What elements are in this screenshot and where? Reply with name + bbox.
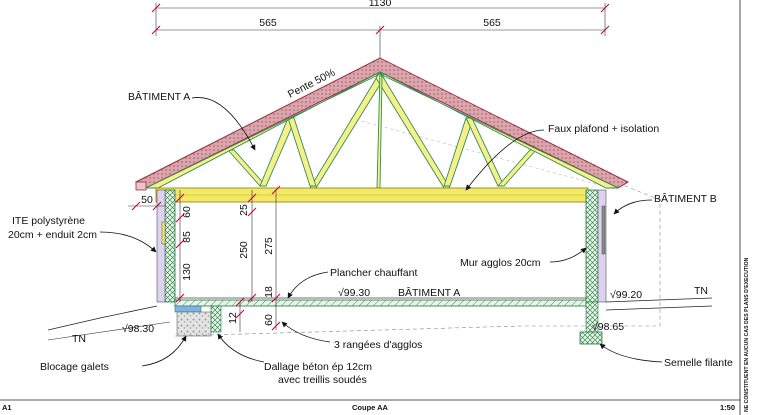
drawing-title: Coupe AA (352, 403, 389, 412)
left-wall (156, 189, 176, 303)
ceiling-band (155, 187, 589, 203)
eave-overhang-label: 50 (141, 194, 153, 206)
level-footing: √98.65 (592, 321, 624, 333)
label-ite-2: 20cm + enduit 2cm (8, 229, 97, 241)
label-building-a-floor: BÂTIMENT A (398, 286, 460, 299)
floor-to-plate-label: 275 (263, 237, 275, 255)
ceiling-height-label: 250 (238, 241, 250, 259)
half-dimensions: 565 565 (151, 17, 610, 62)
overall-width-label: 1130 (369, 0, 392, 9)
vertical-dimensions: 60 85 130 25 250 275 18 60 12 (175, 185, 281, 332)
slab-12-label: 12 (227, 312, 239, 324)
label-slab-2: avec treillis soudés (278, 374, 367, 386)
level-ground-right: √99.20 (610, 289, 642, 301)
level-marks: √98.30 √99.30 √99.20 √98.65 (122, 287, 642, 335)
side-note: NE CONSTITUENT EN AUCUN CAS DES PLANS D'… (744, 257, 750, 412)
label-tn-right: TN (694, 285, 708, 297)
plate-height-label: 60 (181, 206, 193, 218)
wall-upper-label: 85 (181, 231, 193, 243)
label-agglos-rows: 3 rangées d'agglos (334, 339, 422, 351)
eave-dimension: 50 (128, 194, 166, 211)
label-heated-floor: Plancher chauffant (330, 267, 417, 279)
roof-truss (145, 71, 619, 189)
sheet-id: A1 (2, 403, 12, 412)
wall-lower-label: 130 (181, 263, 193, 281)
footing-depth-label: 60 (263, 314, 275, 326)
ground-line (47, 297, 713, 341)
label-ceiling: Faux plafond + isolation (548, 123, 659, 135)
label-gravel: Blocage galets (40, 361, 109, 373)
left-foundation (176, 305, 222, 337)
half-left-label: 565 (259, 17, 277, 29)
half-right-label: 565 (483, 17, 501, 29)
label-wall: Mur agglos 20cm (460, 257, 541, 269)
label-tn-left: TN (72, 333, 86, 345)
slab-thickness-label: 18 (263, 286, 275, 298)
label-footing: Semelle filante (664, 357, 733, 369)
level-floor: √99.30 (338, 287, 370, 299)
label-building-a-top: BÂTIMENT A (128, 90, 190, 103)
leader-lines (99, 97, 663, 367)
label-slab-1: Dallage béton ép 12cm (264, 361, 372, 373)
right-wall (585, 189, 607, 303)
label-ite-1: ITE polystyrène (12, 215, 85, 227)
right-footing (579, 301, 603, 345)
beam-depth-label: 25 (238, 204, 250, 216)
level-ground-left: √98.30 (122, 323, 154, 335)
label-building-b: BÂTIMENT B (654, 192, 717, 205)
drawing-scale: 1:50 (720, 403, 735, 412)
annotations: BÂTIMENT A Pente 50% Faux plafond + isol… (8, 67, 733, 386)
overall-dimension: 1130 (151, 0, 610, 36)
